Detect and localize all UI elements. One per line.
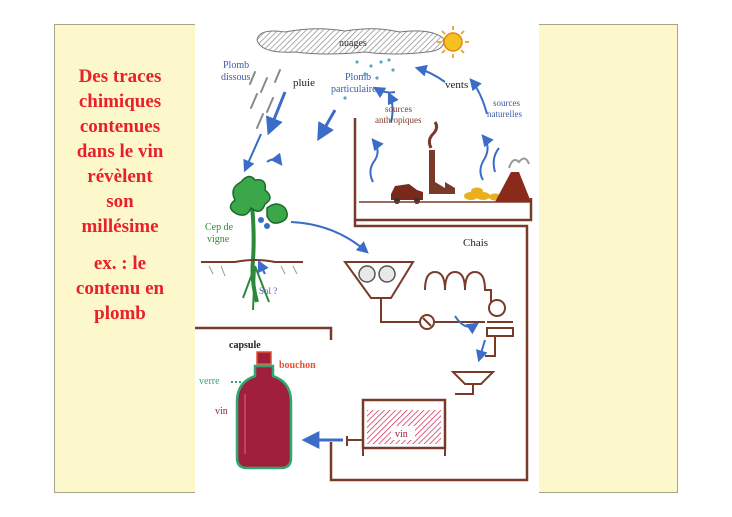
example-line: contenu en — [64, 276, 176, 301]
arrow-rain-down — [269, 92, 285, 132]
headline-line: chimiques — [64, 89, 176, 114]
wavy-emission — [480, 136, 487, 180]
label-sources-anthropiques: sources anthropiques — [375, 104, 422, 125]
coil-icon — [425, 272, 491, 308]
label-capsule: capsule — [229, 340, 261, 351]
headline-line: millésime — [64, 214, 176, 239]
example-line: ex. : le — [64, 251, 176, 276]
headline-line: son — [64, 189, 176, 214]
example-line: plomb — [64, 301, 176, 326]
lead-cycle-diagram: nuages Plomb dissous pluie Plomb particu… — [195, 22, 539, 494]
label-cep-vigne: Cep de vigne — [205, 222, 236, 245]
sources-frame — [355, 118, 531, 220]
headline-line: contenues — [64, 114, 176, 139]
label-vin-tank: vin — [395, 429, 408, 440]
arrow-dissolved-down — [245, 134, 261, 170]
filter-icon — [453, 336, 495, 394]
valve-icon — [420, 315, 434, 329]
pump-icon — [487, 300, 513, 336]
arrow-pump-down — [479, 340, 485, 360]
car-icon — [391, 184, 423, 204]
factory-icon — [429, 122, 455, 194]
label-verre: verre — [199, 376, 220, 387]
label-vin-bottle: vin — [215, 406, 228, 417]
ore-heaps-icon — [464, 188, 501, 201]
label-plomb-dissous: Plomb dissous — [221, 60, 252, 83]
headline-line: Des traces — [64, 64, 176, 89]
crusher-icon — [345, 262, 413, 298]
arrow-soil-up — [259, 262, 265, 274]
arrow-wind-1 — [417, 68, 445, 82]
vine-icon — [230, 159, 287, 302]
arrow-wind-2 — [375, 88, 395, 93]
label-nuages: nuages — [339, 38, 367, 49]
label-chais: Chais — [463, 237, 488, 249]
label-sol: Sol ? — [259, 286, 277, 296]
headline-line: révèlent — [64, 164, 176, 189]
bottle-frame — [195, 328, 331, 340]
volcano-icon — [495, 158, 531, 202]
label-sources-naturelles: sources naturelles — [487, 98, 522, 119]
arrow-natural-up — [471, 80, 487, 114]
arrow-particle-down — [319, 110, 335, 138]
wavy-emission — [370, 140, 377, 182]
label-plomb-particulaire: Plomb particulaire — [331, 72, 377, 95]
headline-line: dans le vin — [64, 139, 176, 164]
diagram-panel: nuages Plomb dissous pluie Plomb particu… — [195, 22, 539, 494]
label-vents: vents — [445, 79, 468, 91]
headline-text: Des traces chimiques contenues dans le v… — [64, 64, 176, 326]
wavy-emission — [494, 148, 499, 172]
label-bouchon: bouchon — [279, 360, 316, 371]
label-pluie: pluie — [293, 77, 315, 89]
